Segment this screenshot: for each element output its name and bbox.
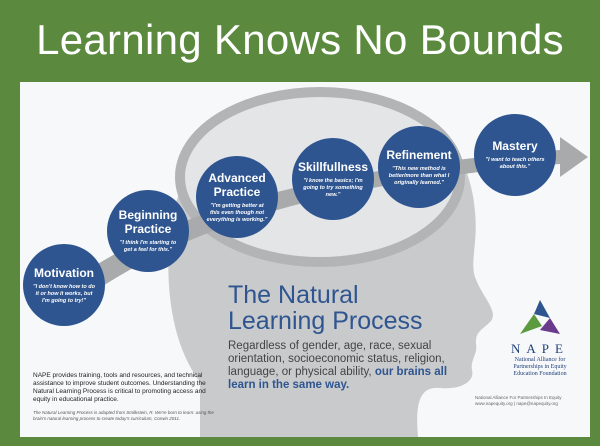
nlp-body-bold: our brains all learn in the same way.: [228, 366, 448, 391]
nlp-body-text: Regardless of gender, age, race, sexual …: [228, 340, 445, 378]
logo-line: National Alliance for: [514, 357, 566, 363]
stage-name: Mastery: [492, 139, 538, 153]
stage-refinement: Refinement "This new method is better/mor…: [378, 126, 460, 208]
stage-mastery: Mastery "I want to teach others about thi…: [474, 114, 556, 196]
stage-name: Skillfullness: [297, 159, 369, 174]
nlp-body: Regardless of gender, age, race, sexual …: [228, 340, 458, 392]
logo-acronym: NAPE: [511, 341, 569, 356]
nlp-title-line1: The Natural: [228, 281, 359, 309]
stage-quote: "This new method is better/more than wha…: [388, 165, 450, 186]
stage-quote: "I want to teach others about this.": [485, 157, 545, 170]
contact-links: www.napequity.org | nape@napequity.org: [475, 401, 558, 406]
stage-name: Beginning Practice: [118, 208, 178, 236]
stage-beginning-practice: Beginning Practice "I think I'm starting …: [107, 190, 189, 272]
page-title: Learning Knows No Bounds: [36, 16, 564, 63]
stage-advanced-practice: Advanced Practice "I'm getting better at …: [196, 156, 278, 238]
stage-name: Motivation: [34, 265, 94, 280]
stage-quote: "I don't know how to do it or how it wor…: [33, 283, 95, 304]
nape-triangle-icon: [520, 300, 560, 334]
contact-org: National Alliance For Partnerships In Eq…: [475, 395, 562, 400]
credit-text: The Natural Learning Process is adapted …: [33, 410, 214, 421]
stage-name: Refinement: [386, 147, 452, 162]
nlp-title-line2: Learning Process: [228, 307, 423, 335]
stage-name: Advanced Practice: [208, 170, 266, 199]
logo-line: Education Foundation: [513, 371, 567, 377]
logo-line: Partnerships in Equity: [513, 364, 567, 370]
infographic-panel: Motivation "I don't know how to do it or …: [20, 82, 590, 437]
stage-motivation: Motivation "I don't know how to do it or …: [23, 244, 105, 326]
about-text: NAPE provides training, tools and resour…: [33, 372, 206, 403]
stage-quote: "I know the basics; I'm going to try som…: [303, 177, 363, 198]
stage-skillfullness: Skillfullness "I know the basics; I'm goi…: [292, 138, 374, 220]
contact-info: National Alliance For Partnerships In Eq…: [475, 395, 585, 407]
stage-quote: "I think I'm starting to get a feel for …: [119, 240, 177, 253]
stage-quote: "I'm getting better at this even though …: [206, 202, 268, 223]
nape-logo: NAPE National Alliance for Partnerships …: [500, 300, 580, 378]
